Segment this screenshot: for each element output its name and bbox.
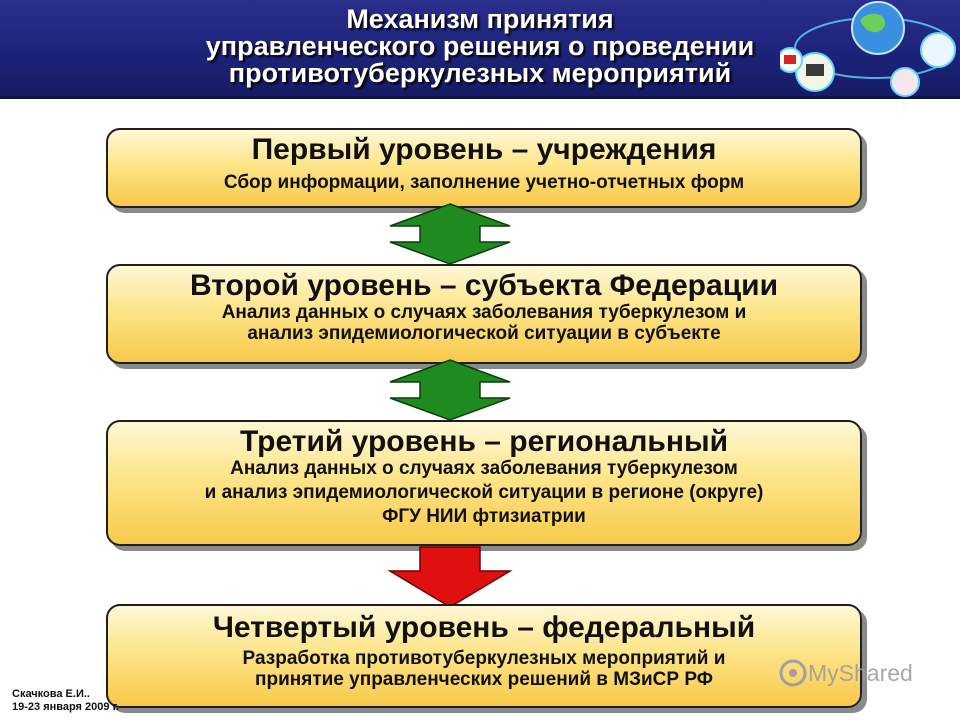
level-4-description-line: Разработка противотуберкулезных мероприя… (242, 648, 726, 669)
footer: Скачкова Е.И.. 19-23 января 2009 г. (12, 688, 119, 714)
level-1-description: Сбор информации, заполнение учетно-отчет… (223, 172, 745, 193)
level-2-box: Второй уровень – субъекта Федерации Анал… (106, 264, 862, 364)
slide-title-line: противотуберкулезных мероприятий (228, 58, 732, 88)
slide-title-line: управленческого решения о проведении (205, 31, 755, 61)
level-2-description-line: анализ эпидемиологической ситуации в суб… (247, 323, 721, 344)
double-arrow-icon (389, 359, 511, 421)
level-1-title: Первый уровень – учреждения (251, 133, 717, 166)
level-4-title: Четвертый уровень – федеральный (212, 611, 756, 644)
footer-author: Скачкова Е.И.. (12, 688, 90, 700)
level-4-box: Четвертый уровень – федеральный Разработ… (106, 604, 862, 708)
level-2-description-line: Анализ данных о случаях заболевания тубе… (221, 302, 747, 323)
footer-date: 19-23 января 2009 г. (12, 701, 120, 713)
globe-network-icon (780, 1, 956, 97)
title-banner: Механизм принятия управленческого решени… (0, 0, 960, 99)
double-arrow-icon (389, 203, 511, 265)
level-3-title: Третий уровень – региональный (239, 425, 729, 458)
level-3-box: Третий уровень – региональный Анализ дан… (106, 420, 862, 546)
level-3-description-line: Анализ данных о случаях заболевания тубе… (230, 458, 738, 479)
level-2-title: Второй уровень – субъекта Федерации (189, 269, 779, 302)
watermark-text: MyShared (808, 660, 913, 686)
level-4-description-line: принятие управленческих решений в МЗиСР … (255, 669, 713, 690)
slide-title: Механизм принятия управленческого решени… (130, 6, 830, 87)
myshared-logo-icon (779, 659, 807, 687)
level-3-description-line: и анализ эпидемиологической ситуации в р… (204, 482, 764, 503)
level-3-description-line: ФГУ НИИ фтизиатрии (382, 506, 586, 527)
slide-title-line: Механизм принятия (346, 4, 614, 34)
level-1-box: Первый уровень – учреждения Сбор информа… (106, 128, 862, 208)
down-arrow-icon (387, 546, 513, 608)
